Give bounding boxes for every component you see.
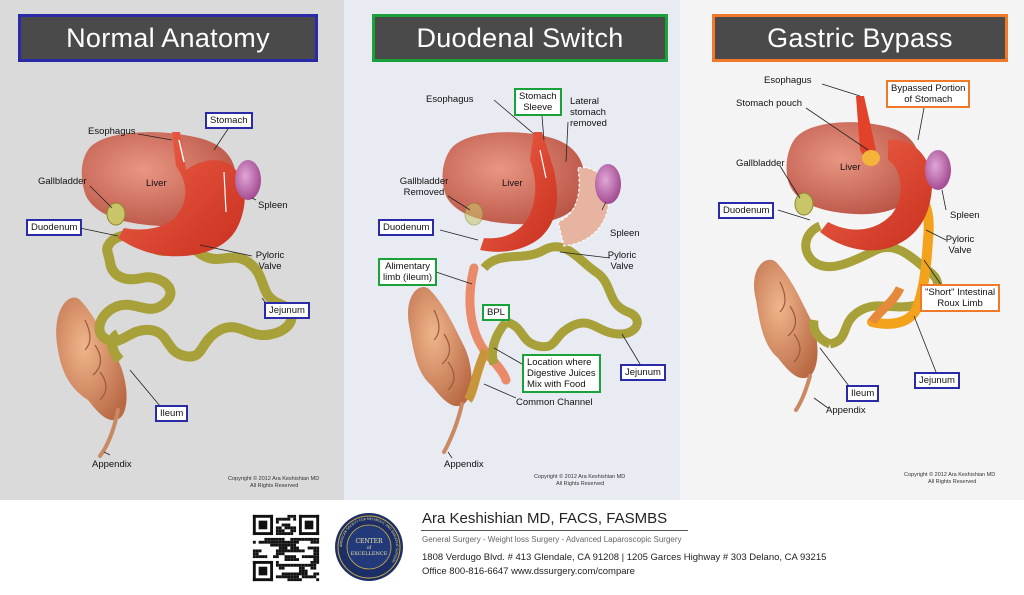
seal-of-text: of <box>367 545 372 551</box>
jejunum-label: Jejunum <box>264 302 310 319</box>
valve-label: Valve <box>948 245 972 256</box>
office-contact[interactable]: Office 800-816-6647 www.dssurgery.com/co… <box>422 566 635 577</box>
roux-limb-label: "Short" Intestinal Roux Limb <box>920 284 1001 312</box>
appendix-label: Appendix <box>92 459 132 470</box>
rights-line: All Rights Reserved <box>250 483 299 489</box>
stomach-sleeve-line-2: Sleeve <box>523 102 553 113</box>
appendix-label: Appendix <box>444 459 484 470</box>
lateral-line-3: removed <box>570 118 607 129</box>
panel-title: Normal Anatomy <box>18 14 318 62</box>
liver-label: Liver <box>502 178 523 189</box>
copyright-line: Copyright © 2012 Ara Keshishian MD <box>534 474 626 480</box>
pyloric-valve-label: Pyloric Valve <box>944 234 976 256</box>
duodenum-label: Duodenum <box>26 219 83 236</box>
practice-tagline: General Surgery - Weight loss Surgery - … <box>422 535 682 544</box>
ileum-label: Ileum <box>155 405 189 422</box>
liver-label: Liver <box>146 178 167 189</box>
footer-divider <box>421 530 688 531</box>
pyloric-valve-label: Pyloric Valve <box>254 250 286 272</box>
pyloric-valve-label: Pyloric Valve <box>606 250 638 272</box>
stomach-label: Stomach <box>205 112 253 129</box>
valve-label: Valve <box>258 261 282 272</box>
stomach-pouch-label: Stomach pouch <box>736 98 803 109</box>
esophagus-label: Esophagus <box>426 94 474 105</box>
spleen-label: Spleen <box>950 210 980 221</box>
location-line-3: Mix with Food <box>527 379 586 390</box>
alimentary-limb-label: Alimentary limb (ileum) <box>378 258 438 286</box>
esophagus-label: Esophagus <box>764 75 812 86</box>
roux-line-1: "Short" Intestinal <box>925 287 996 298</box>
panel-title: Duodenal Switch <box>372 14 668 62</box>
surgeon-name: Ara Keshishian MD, FACS, FASMBS <box>422 510 668 527</box>
copyright-line: Copyright © 2012 Ara Keshishian MD <box>228 476 320 482</box>
gallbladder-line-2: Removed <box>403 187 445 198</box>
normal-anatomy-illustration <box>56 125 297 458</box>
common-channel-label: Common Channel <box>516 397 593 408</box>
seal-excellence-text: EXCELLENCE <box>351 551 388 557</box>
bypassed-portion-label: Bypassed Portion of Stomach <box>886 80 971 108</box>
panel-title: Gastric Bypass <box>712 14 1008 62</box>
rights-line: All Rights Reserved <box>928 479 977 485</box>
footer <box>0 500 1024 595</box>
gallbladder-removed-label: Gallbladder Removed <box>392 176 456 198</box>
location-line-1: Location where <box>527 357 592 368</box>
bypassed-line-1: Bypassed Portion <box>891 83 966 94</box>
gallbladder-label: Gallbladder <box>736 158 785 169</box>
gallbladder-line-1: Gallbladder <box>399 176 449 187</box>
lateral-line-2: stomach <box>570 107 606 118</box>
liver-label: Liver <box>840 162 861 173</box>
normal-anatomy-panel: Normal Anatomy Esophagus Stomach Gallbla… <box>0 0 344 500</box>
office-addresses: 1808 Verdugo Blvd. # 413 Glendale, CA 91… <box>422 552 827 563</box>
jejunum-label: Jejunum <box>620 364 666 381</box>
center-of-excellence-seal: AMERICAN SOCIETY FOR METABOLIC AND BARIA… <box>335 513 403 581</box>
spleen-label: Spleen <box>610 228 640 239</box>
gastric-bypass-panel: Gastric Bypass Esophagus Bypassed Portio… <box>680 0 1024 500</box>
gastric-bypass-illustration <box>754 83 951 412</box>
duodenum-label: Duodenum <box>378 219 435 236</box>
pyloric-label: Pyloric <box>607 250 637 261</box>
appendix-label: Appendix <box>826 405 866 416</box>
location-line-2: Digestive Juices <box>527 368 596 379</box>
alimentary-line-2: limb (ileum) <box>383 272 433 283</box>
lateral-stomach-removed-label: Lateral stomach removed <box>570 96 607 129</box>
roux-line-2: Roux Limb <box>937 298 983 309</box>
lateral-line-1: Lateral <box>570 96 600 107</box>
gallbladder-label: Gallbladder <box>38 176 87 187</box>
esophagus-label: Esophagus <box>88 126 136 137</box>
bypassed-line-2: of Stomach <box>904 94 953 105</box>
duodenal-switch-illustration <box>408 99 642 459</box>
valve-label: Valve <box>610 261 634 272</box>
pyloric-label: Pyloric <box>945 234 975 245</box>
qr-code[interactable] <box>250 512 322 584</box>
jejunum-label: Jejunum <box>914 372 960 389</box>
duodenum-label: Duodenum <box>718 202 775 219</box>
copyright-line: Copyright © 2012 Ara Keshishian MD <box>904 472 996 478</box>
stomach-sleeve-line-1: Stomach <box>519 91 557 102</box>
rights-line: All Rights Reserved <box>556 481 605 487</box>
bpl-label: BPL <box>482 304 510 321</box>
duodenal-switch-panel: Duodenal Switch Esophagus Stomach Sleeve… <box>344 0 680 500</box>
pyloric-label: Pyloric <box>255 250 285 261</box>
spleen-label: Spleen <box>258 200 288 211</box>
seal-center-text: CENTER <box>355 538 383 545</box>
stomach-sleeve-label: Stomach Sleeve <box>514 88 562 116</box>
location-label: Location where Digestive Juices Mix with… <box>522 354 601 393</box>
ileum-label: Ileum <box>846 385 880 402</box>
alimentary-line-1: Alimentary <box>385 261 430 272</box>
